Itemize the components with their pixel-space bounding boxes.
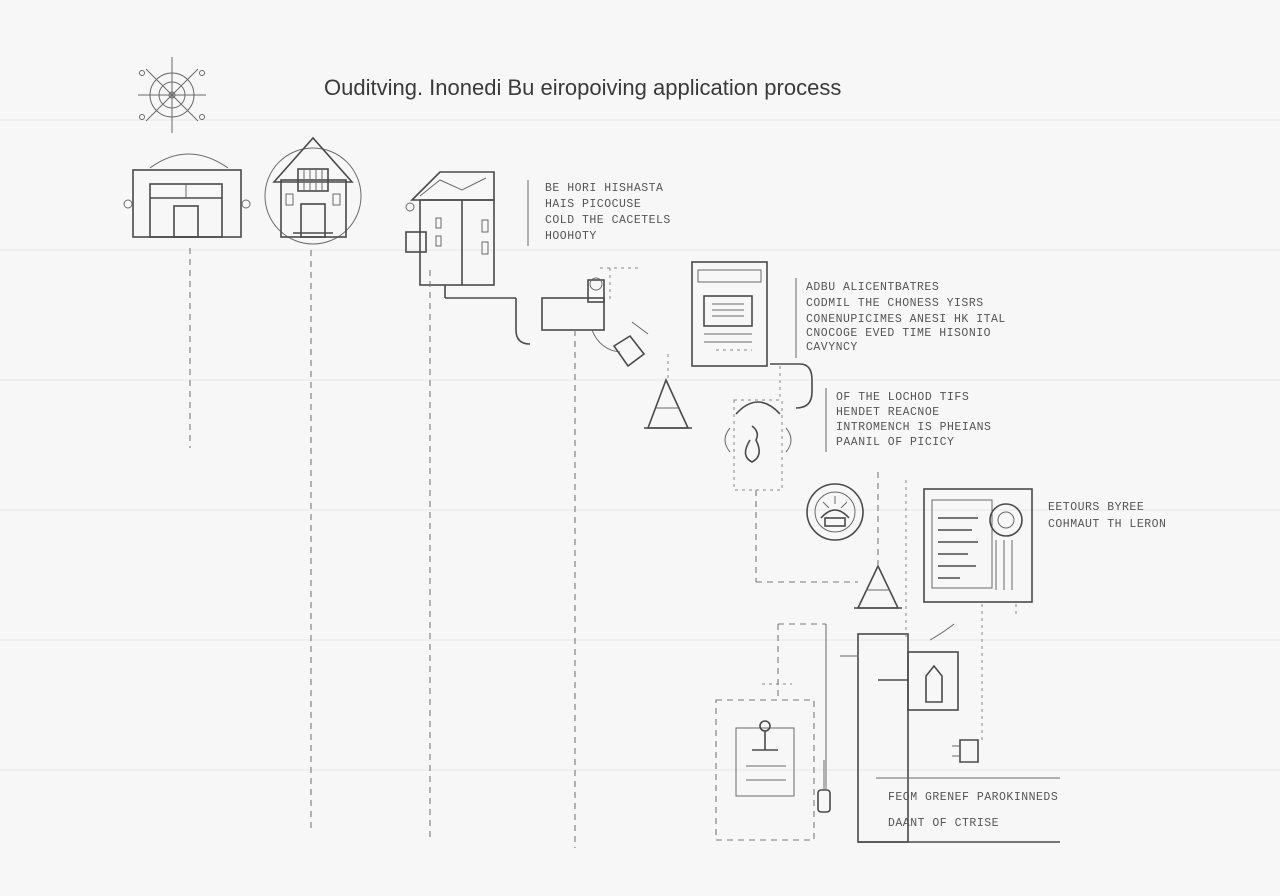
document-note-line: COHMAUT TH LERON — [1048, 518, 1166, 531]
bulb-note-line: HENDET REACNOE — [836, 406, 940, 419]
bulb-note-line: PAANIL OF PICICY — [836, 436, 954, 449]
townhouse-icon — [405, 171, 516, 299]
form-note: ADBU ALICENTBATRES CODMIL THE CHONESS YI… — [795, 278, 1006, 358]
form-note-line: CODMIL THE CHONESS YISRS — [806, 297, 984, 310]
lightbulb-icon — [724, 363, 813, 491]
display-stand-icon — [715, 699, 815, 841]
cone-icon — [644, 377, 692, 429]
plug-icon — [817, 739, 979, 813]
connector-lines — [189, 248, 1060, 848]
bottom-note: FEOM GRENEF PAROKINNEDS DAANT OF CTRISE — [876, 777, 1060, 830]
kiosk-icon — [840, 623, 959, 843]
bulb-note: OF THE LOCHOD TIFS HENDET REACNOE INTROM… — [825, 388, 991, 452]
document-note-line: EETOURS BYREE — [1048, 501, 1144, 514]
building-icon — [123, 153, 251, 238]
house-note-line: HOOHOTY — [545, 230, 597, 243]
faucet-icon — [515, 277, 649, 368]
bottom-note-line: FEOM GRENEF PAROKINNEDS — [888, 791, 1058, 804]
form-note-line: ADBU ALICENTBATRES — [806, 281, 939, 294]
house-note-line: COLD THE CACETELS — [545, 214, 671, 227]
cone-icon — [854, 564, 902, 609]
compass-icon — [138, 57, 206, 133]
form-note-line: CNOCOGE EVED TIME HISONIO — [806, 327, 991, 340]
house-note-line: HAIS PICOCUSE — [545, 198, 641, 211]
form-note-line: CONENUPICIMES ANESI HK ITAL — [806, 313, 1006, 326]
bulb-note-line: OF THE LOCHOD TIFS — [836, 391, 969, 404]
form-note-line: CAVYNCY — [806, 341, 858, 354]
document-icon — [923, 488, 1033, 603]
form-document-icon — [691, 261, 768, 367]
diagram-title: Ouditving. Inonedi Bu eiropoiving applic… — [324, 75, 841, 100]
gauge-icon — [806, 483, 864, 541]
bulb-note-line: INTROMENCH IS PHEIANS — [836, 421, 991, 434]
house-note: BE HORI HISHASTA HAIS PICOCUSE COLD THE … — [527, 180, 671, 246]
document-note: EETOURS BYREE COHMAUT TH LERON — [1048, 501, 1166, 531]
bottom-note-line: DAANT OF CTRISE — [888, 817, 999, 830]
house-icon — [264, 136, 362, 245]
house-note-line: BE HORI HISHASTA — [545, 182, 663, 195]
background-grid — [0, 119, 1280, 771]
